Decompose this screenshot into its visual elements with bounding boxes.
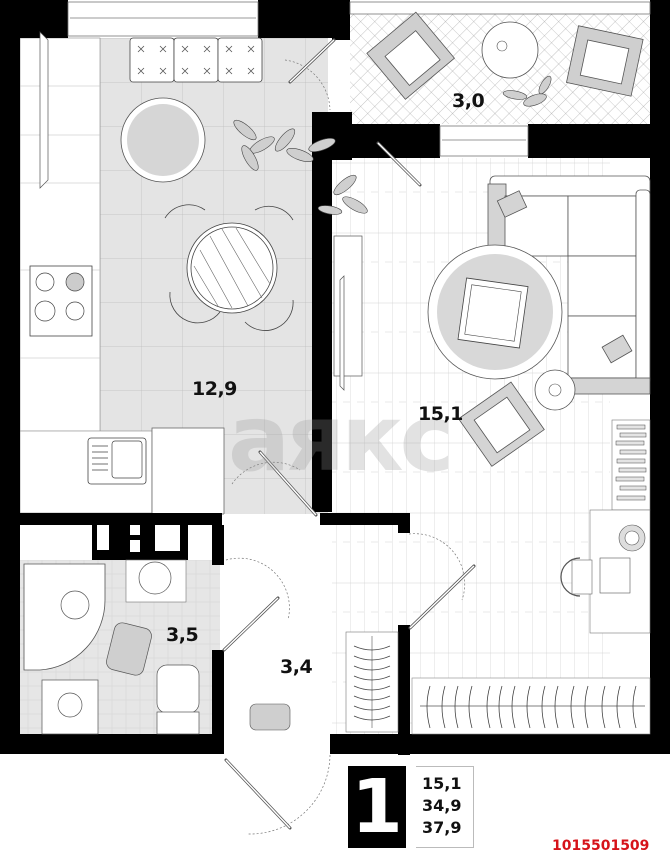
area-legend: 15,1 34,9 37,9 [416, 766, 474, 848]
usable-area-value: 34,9 [422, 796, 462, 815]
walls [0, 0, 670, 755]
listing-id: 1015501509 [552, 838, 650, 854]
watermark: аякс [228, 385, 454, 492]
total-area-value: 37,9 [422, 818, 462, 837]
room-count-badge: 1 [348, 766, 406, 848]
room-area-living: 15,1 [418, 403, 463, 425]
plant [233, 75, 552, 215]
room-area-bathroom: 3,5 [166, 624, 199, 646]
sofa [487, 175, 651, 395]
windows [67, 1, 651, 157]
room-area-hallway: 3,4 [280, 656, 313, 678]
room-area-balcony: 3,0 [452, 90, 485, 112]
bench [129, 37, 263, 83]
room-area-kitchen: 12,9 [192, 378, 237, 400]
living-area-value: 15,1 [422, 774, 462, 793]
